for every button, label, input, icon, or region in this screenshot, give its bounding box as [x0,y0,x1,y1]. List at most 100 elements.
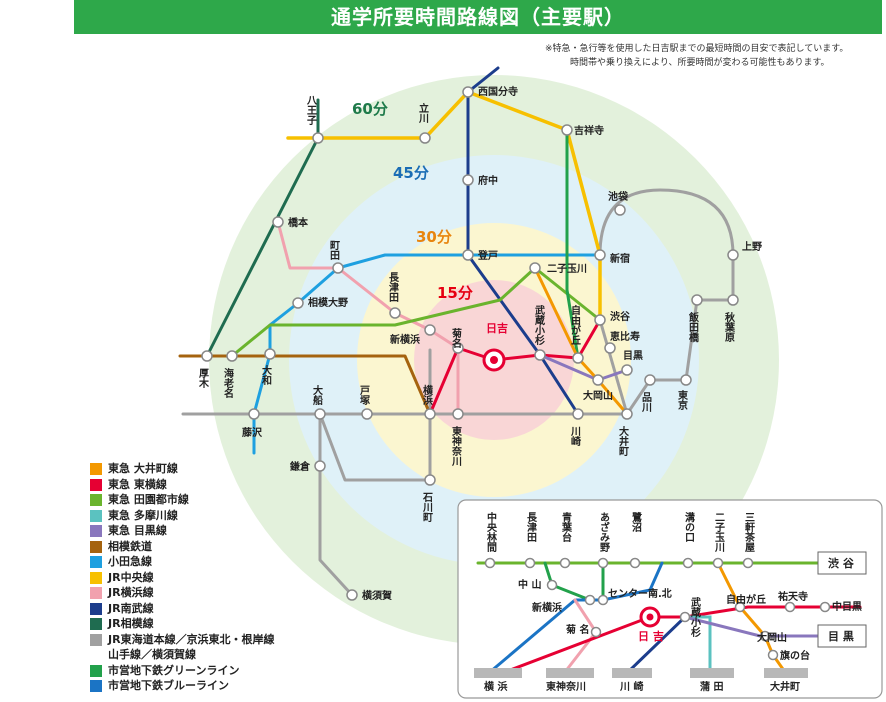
inset-dot [734,601,746,613]
inset-top-labels: 中央林間 長津田 青葉台 あざみ野 鷺沼 溝の口 二子玉川 三軒茶屋 [485,511,756,553]
label-kikuna: 菊名 [450,327,462,349]
station-dot [621,408,633,420]
label-ishikawacho: 石川町 [421,492,434,523]
label-shinjuku: 新宿 [610,252,630,265]
legend-item: 東急 多摩川線 [90,508,275,524]
inset-dot [767,649,779,661]
legend-item: 東急 大井町線 [90,461,275,477]
station-dot [462,249,474,261]
inset-box-shibuya [817,551,867,575]
station-dot [680,374,692,386]
legend-label: JR中央線 [108,570,154,584]
legend-swatch [90,618,102,630]
inset-dot [759,630,771,642]
inset-top-0: 中央林間 [485,511,497,553]
label-fuchu: 府中 [478,174,498,187]
legend-swatch [90,478,102,491]
inset-dot [819,601,831,613]
station-dot [424,474,436,486]
station-dot [419,132,431,144]
inset-top-1: 長津田 [525,512,537,543]
legend-label: JR相模線 [108,617,154,630]
legend-item: 東急 目黒線 [90,523,275,539]
label-oimachi: 大井町 [617,425,629,457]
legend-swatch [90,494,102,506]
inset-map: 渋 谷 目 黒 横 浜 東神奈川 川 崎 蒲 田 大井町 中央林間 長 [457,499,883,699]
label-shinyokohama: 新横浜 [390,333,420,346]
inset-box-meguro [817,624,867,648]
station-dot [226,350,238,362]
station-dot [561,124,573,136]
station-dot [592,374,604,386]
label-kawasaki: 川崎 [569,426,582,447]
legend-item: 東急 田園都市線 [90,492,275,508]
label-musashikosugi: 武蔵小杉 [533,304,546,346]
inset-label-hatanodai: 旗の台 [780,649,810,662]
label-yamato: 大和 [260,364,273,386]
inset-label-nakayama: 中 山 [518,578,541,591]
legend-label: 東急 田園都市線 [108,493,189,506]
inset-label-kikuna: 菊 名 [566,623,589,636]
label-yokohama: 横浜 [421,384,433,406]
inset-top-2: 青葉台 [560,511,573,543]
label-kichijoji: 吉祥寺 [574,124,604,137]
label-ookayama: 大岡山 [583,389,613,402]
legend-item: JR南武線 [90,601,275,617]
label-ikebukuro: 池袋 [608,190,629,203]
inset-label-shinyokohama: 新横浜 [532,601,562,614]
inset-bottom-3: 蒲 田 [700,680,723,693]
station-dot [272,216,284,228]
station-dot [529,262,541,274]
ring-label-15: 15分 [437,284,473,302]
inset-dot [584,594,596,606]
legend-item: JR中央線 [90,570,275,586]
legend-item: 市営地下鉄ブルーライン [90,678,275,694]
legend-label: JR東海道本線／京浜東北・根岸線 [108,632,275,646]
platform-oimachi [764,668,808,678]
inset-label-yutenji: 祐天寺 [778,590,808,603]
inset-line-nambu [626,615,687,674]
label-noborito: 登戸 [477,249,498,262]
inset-label-jiyugaoka: 自由が丘 [726,593,766,606]
station-dot [314,408,326,420]
legend-label: 東急 目黒線 [108,524,167,537]
inset-line-tamagawa [683,615,712,674]
label-sagamiono: 相模大野 [308,296,348,309]
station-dot [452,408,464,420]
inset-bottom-labels: 横 浜 東神奈川 川 崎 蒲 田 大井町 [484,680,800,693]
station-dots [201,86,739,601]
station-dot [314,460,326,472]
line-nambu [466,66,580,416]
page-title: 通学所要時間路線図（主要駅） [74,0,882,34]
inset-dot [559,557,571,569]
label-shinagawa: 品川 [640,392,653,413]
legend-label: JR横浜線 [108,586,154,599]
station-dot [332,262,344,274]
line-denentoshi [230,266,602,358]
legend-label: 相模鉄道 [108,539,152,553]
station-dot [727,294,739,306]
legend-label: 山手線／横須賀線 [108,648,196,661]
inset-bottom-platforms [474,668,808,678]
label-futakotamagawa: 二子玉川 [547,263,587,275]
line-odakyu [252,253,602,455]
legend-label: 東急 大井町線 [108,462,178,475]
legend-swatch [90,509,102,522]
legend-swatch [90,556,102,568]
platform-higashikanagawa [546,668,594,678]
legend-label: 市営地下鉄グリーンライン [108,663,240,677]
station-dot [604,342,616,354]
inset-dots [484,557,831,661]
label-ebisu: 恵比寿 [610,330,640,343]
label-higashikanagawa: 東神奈川 [450,425,463,467]
label-yokosuka: 横須賀 [362,589,392,602]
label-tachikawa: 立川 [417,102,430,124]
legend-item: JR東海道本線／京浜東北・根岸線 [90,632,275,648]
inset-dot [524,557,536,569]
legend-item: JR相模線 [90,616,275,632]
legend-item: JR横浜線 [90,585,275,601]
legend-label: 小田急線 [108,555,152,568]
note-line-1: ※特急・急行等を使用した日吉駅までの最短時間の目安で表記しています。 [545,44,849,54]
station-dot [572,408,584,420]
station-dot [614,204,626,216]
